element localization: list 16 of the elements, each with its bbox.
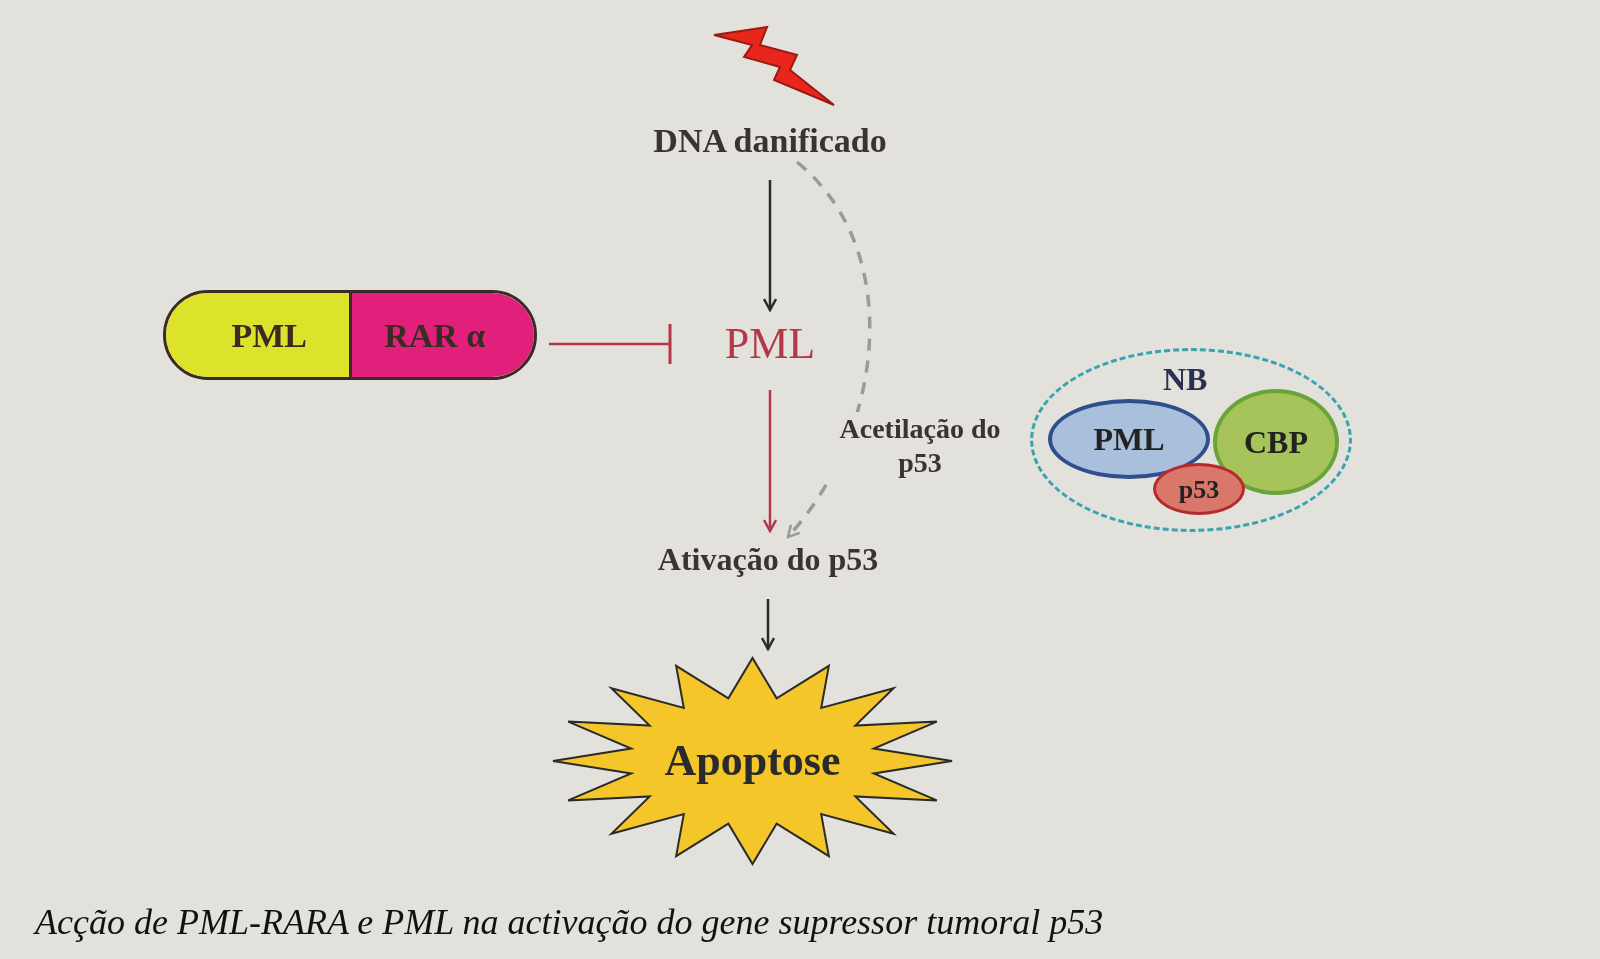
nuclear-body-label: NB	[1163, 360, 1208, 399]
protein-label: PML	[230, 315, 307, 356]
process-label: Ativação do p53	[618, 537, 918, 581]
nuclear-body-outline	[1030, 348, 1352, 532]
fusion-protein-capsule	[163, 290, 537, 380]
arrow	[760, 599, 776, 651]
protein-label: PML	[705, 316, 835, 372]
inhibition-line	[549, 322, 672, 366]
protein-ellipse: p53	[1153, 463, 1245, 515]
outcome-label: Apoptose	[664, 735, 841, 787]
arrow	[762, 390, 778, 533]
caption: Acção de PML-RARA e PML na activação do gene supressor tumoral p53	[35, 901, 1104, 944]
arrow	[762, 180, 778, 312]
process-label: DNA danificado	[622, 118, 918, 162]
protein-label: RAR α	[384, 315, 487, 356]
protein-ellipse: PML	[1048, 399, 1210, 479]
